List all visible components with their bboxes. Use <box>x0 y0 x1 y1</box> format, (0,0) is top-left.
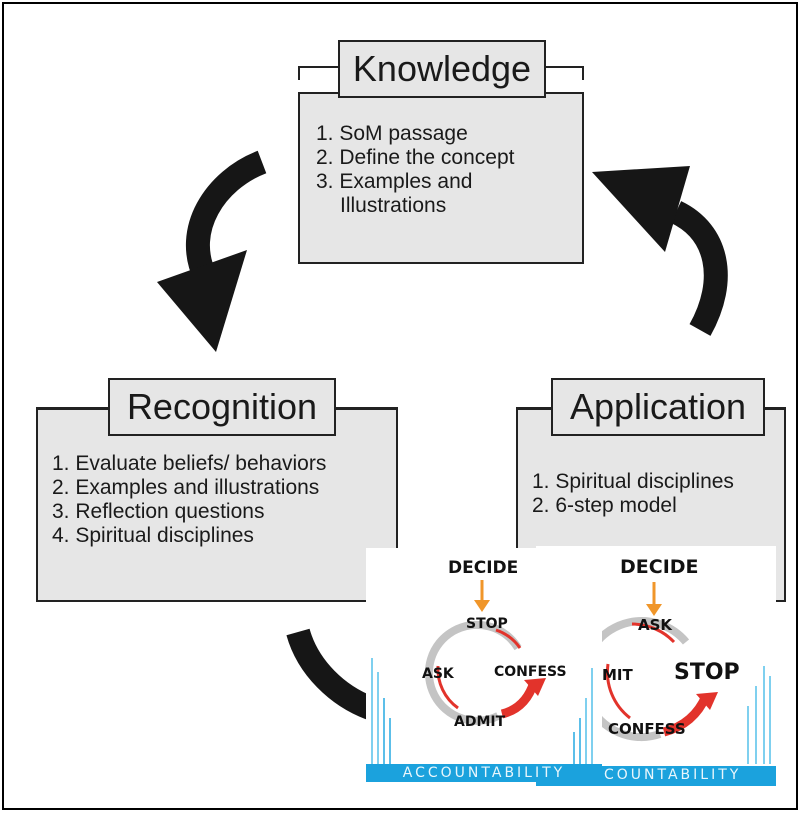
title-rule <box>764 407 786 409</box>
cycle-graphic <box>371 580 593 768</box>
recognition-box: 1. Evaluate beliefs/ behaviors 2. Exampl… <box>36 408 398 602</box>
confess-label: CONFESS <box>608 720 686 738</box>
list-item: 3. Examples and Illustrations <box>316 170 473 217</box>
application-title: Application <box>551 378 765 436</box>
mit-label: MIT <box>602 666 633 684</box>
title-rule <box>36 407 38 421</box>
arrow-knowledge-to-recognition <box>185 150 267 282</box>
list-item: 4. Spiritual disciplines <box>52 524 254 547</box>
recognition-list: 1. Evaluate beliefs/ behaviors 2. Exampl… <box>52 452 392 548</box>
title-rule <box>396 407 398 421</box>
knowledge-box: 1. SoM passage 2. Define the concept 3. … <box>298 92 584 264</box>
list-item: 1. Evaluate beliefs/ behaviors <box>52 452 327 475</box>
recognition-title: Recognition <box>108 378 336 436</box>
list-item: 3. Reflection questions <box>52 500 265 523</box>
ask-label: ASK <box>422 666 454 682</box>
list-item: 2. Examples and illustrations <box>52 476 320 499</box>
title-rule <box>335 407 398 409</box>
title-rule <box>298 66 300 80</box>
accountability-thumbnail-left: DECIDE STOP ASK CONFESS ADMIT ACCOUNTABI… <box>366 548 602 782</box>
title-rule <box>582 66 584 80</box>
accountability-band: ACCOUNTABILITY <box>366 764 602 782</box>
application-list: 1. Spiritual disciplines 2. 6-step model <box>532 470 782 518</box>
title-rule <box>36 407 108 409</box>
ask-label: ASK <box>638 616 673 634</box>
knowledge-list: 1. SoM passage 2. Define the concept 3. … <box>316 122 582 218</box>
list-item: 2. Define the concept <box>316 146 515 169</box>
list-item: 1. Spiritual disciplines <box>532 470 734 493</box>
list-item: 1. SoM passage <box>316 122 468 145</box>
title-rule <box>516 407 518 421</box>
stop-label: STOP <box>674 660 740 685</box>
knowledge-title: Knowledge <box>338 40 546 98</box>
decide-label: DECIDE <box>620 556 699 578</box>
list-item: 2. 6-step model <box>532 494 677 517</box>
confess-label: CONFESS <box>494 664 567 680</box>
decide-label: DECIDE <box>448 558 519 578</box>
title-rule <box>298 66 338 68</box>
arrow-application-to-knowledge <box>670 201 728 336</box>
title-rule <box>784 407 786 421</box>
title-rule <box>516 407 552 409</box>
title-rule <box>545 66 584 68</box>
arrow-head-down-left <box>157 250 247 352</box>
arrow-head-up-left <box>592 166 690 252</box>
arrow-recognition-to-application <box>286 628 375 720</box>
admit-label: ADMIT <box>454 714 506 730</box>
stop-label: STOP <box>466 616 508 632</box>
